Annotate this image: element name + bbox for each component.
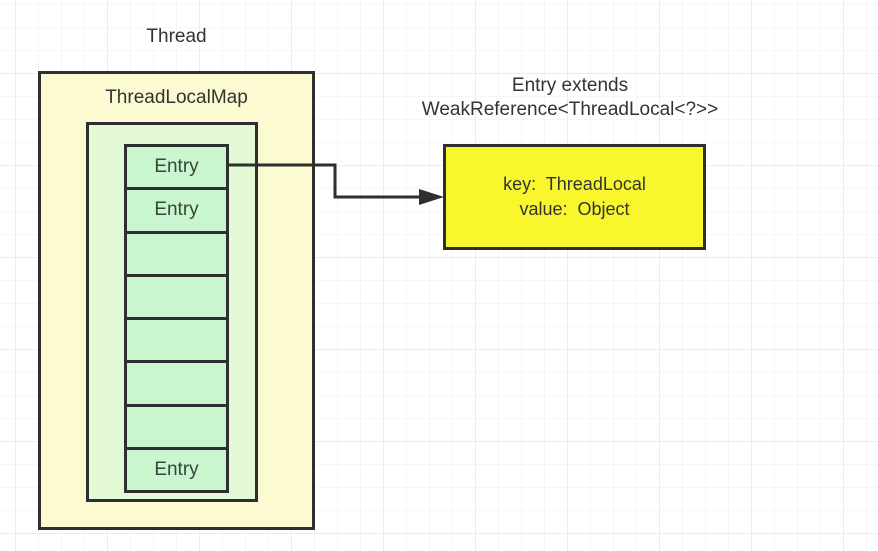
entry-extends-heading: Entry extends WeakReference<ThreadLocal<… xyxy=(394,74,746,122)
entry-extends-line2: WeakReference<ThreadLocal<?>> xyxy=(421,99,719,120)
thread-title: Thread xyxy=(146,26,207,47)
entry-value-line: value: Object xyxy=(519,199,630,219)
entry-cell-4 xyxy=(127,317,226,361)
threadlocalmap-title: ThreadLocalMap xyxy=(105,87,248,108)
entry-cell-6 xyxy=(127,403,226,447)
entry-stack: Entry Entry Entry xyxy=(124,144,229,493)
entry-cell-3 xyxy=(127,273,226,317)
entry-extends-line1: Entry extends xyxy=(511,75,629,96)
arrow-head-icon xyxy=(419,189,444,205)
entry-cell-7: Entry xyxy=(127,446,226,490)
entry-cell-2 xyxy=(127,230,226,274)
entry-cell-5 xyxy=(127,360,226,404)
entry-cell-0: Entry xyxy=(127,147,226,188)
entry-cell-1: Entry xyxy=(127,187,226,231)
entry-key-line: key: ThreadLocal xyxy=(503,174,646,194)
entry-detail-box: key: ThreadLocal value: Object xyxy=(443,144,706,250)
